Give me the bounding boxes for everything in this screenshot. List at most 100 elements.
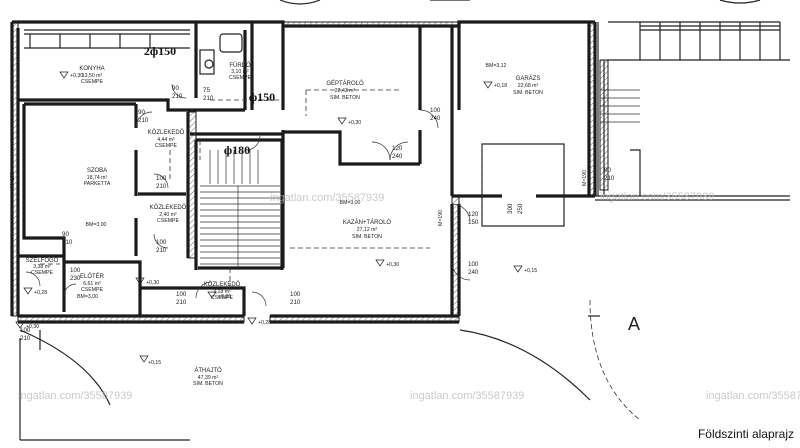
svg-text:47,39 m²: 47,39 m² — [198, 375, 219, 381]
svg-text:M=190: M=190 — [10, 172, 16, 188]
stairs — [200, 89, 640, 268]
svg-text:27,12 m²: 27,12 m² — [357, 227, 378, 233]
svg-text:210: 210 — [290, 299, 301, 306]
svg-text:120: 120 — [468, 211, 479, 218]
svg-text:ingatlan.com/35587939: ingatlan.com/35587939 — [600, 191, 714, 203]
room-garazs: BM=3,12 GARÁZS 22,68 m² SIM. BETON — [486, 63, 544, 96]
level-markers — [15, 71, 523, 363]
svg-text:KAZÁN+TÁROLÓ: KAZÁN+TÁROLÓ — [343, 219, 392, 226]
room-kozlekedo-2: KÖZLEKEDŐ 2,40 m² CSEMPE — [150, 204, 187, 224]
thin-lines — [19, 0, 790, 441]
caption: Földszinti alaprajz — [698, 427, 794, 441]
room-szelfogo: SZÉLFOGÓ 3,38 m² CSEMPE — [26, 257, 59, 276]
svg-text:120: 120 — [392, 145, 403, 152]
svg-text:22,43 m²: 22,43 m² — [335, 88, 356, 94]
svg-text:ф150: ф150 — [249, 90, 275, 104]
svg-text:22,68 m²: 22,68 m² — [518, 83, 539, 89]
svg-text:13,50 m²: 13,50 m² — [82, 73, 103, 79]
svg-text:GÉPTÁROLÓ: GÉPTÁROLÓ — [326, 80, 364, 87]
svg-text:3,18 m²: 3,18 m² — [213, 289, 231, 295]
svg-text:+0,30: +0,30 — [348, 120, 361, 126]
svg-text:90: 90 — [138, 109, 145, 116]
svg-text:+0,30: +0,30 — [70, 73, 83, 79]
svg-text:100: 100 — [290, 291, 301, 298]
svg-text:240: 240 — [392, 153, 403, 160]
svg-text:210: 210 — [156, 183, 167, 190]
svg-text:+0,18: +0,18 — [494, 83, 507, 89]
svg-text:ÁTHAJTÓ: ÁTHAJTÓ — [194, 367, 222, 374]
svg-text:240: 240 — [468, 269, 479, 276]
svg-text:100: 100 — [430, 107, 441, 114]
svg-text:ф180: ф180 — [224, 143, 250, 157]
svg-text:BM=3,12: BM=3,12 — [486, 63, 507, 69]
svg-text:CSEMPE: CSEMPE — [31, 270, 53, 276]
svg-text:BM=3,00: BM=3,00 — [340, 200, 361, 206]
door-arcs — [25, 83, 471, 307]
svg-text:+0,30: +0,30 — [146, 280, 159, 286]
dimension-labels: 2ф150 ф150 ф180 90 210 75 210 90 210 100… — [10, 44, 615, 342]
svg-text:+0,15: +0,15 — [524, 268, 537, 274]
dashed-lines — [40, 89, 430, 290]
svg-text:KÖZLEKEDŐ: KÖZLEKEDŐ — [148, 129, 185, 136]
svg-text:ingatlan.com/35587939: ingatlan.com/35587939 — [706, 390, 800, 402]
svg-text:ingatlan.com/35587939: ingatlan.com/35587939 — [18, 390, 132, 402]
svg-text:SZOBA: SZOBA — [87, 168, 107, 174]
svg-text:300: 300 — [507, 203, 514, 214]
room-kazantarolo: BM=3,00 KAZÁN+TÁROLÓ 27,12 m² SIM. BETON — [340, 200, 392, 240]
svg-text:100: 100 — [156, 175, 167, 182]
svg-text:6,61 m²: 6,61 m² — [83, 281, 101, 287]
svg-text:+0,28: +0,28 — [258, 320, 271, 326]
svg-text:2ф150: 2ф150 — [144, 44, 176, 58]
room-furdo: FÜRDŐ 3,10 m² CSEMPE — [229, 62, 251, 81]
svg-text:100: 100 — [20, 327, 31, 334]
svg-text:+0,28: +0,28 — [34, 290, 47, 296]
svg-text:3,38 m²: 3,38 m² — [33, 264, 51, 270]
svg-text:90: 90 — [62, 231, 69, 238]
svg-text:150: 150 — [468, 219, 479, 226]
svg-text:CSEMPE: CSEMPE — [81, 79, 103, 85]
svg-text:100: 100 — [176, 291, 187, 298]
svg-text:3,10 m²: 3,10 m² — [231, 69, 249, 75]
svg-text:M=190: M=190 — [438, 210, 444, 226]
svg-text:240: 240 — [430, 115, 441, 122]
svg-text:CSEMPE: CSEMPE — [211, 295, 233, 301]
svg-text:18,74 m²: 18,74 m² — [87, 175, 108, 181]
svg-text:+0,30: +0,30 — [386, 262, 399, 268]
svg-text:210: 210 — [156, 247, 167, 254]
level-labels: +0,30 +0,18 +0,30 +0,30 +0,30 +0,15 +0,2… — [26, 73, 537, 366]
room-geptarolo: GÉPTÁROLÓ 22,43 m² SIM. BETON — [326, 80, 364, 101]
svg-text:+0,15: +0,15 — [148, 360, 161, 366]
room-szoba: SZOBA 18,74 m² PARKETTA BM=3,00 — [84, 168, 111, 228]
svg-text:100: 100 — [70, 267, 81, 274]
svg-text:210: 210 — [20, 335, 31, 342]
room-konyha: KONYHA 13,50 m² CSEMPE — [79, 66, 104, 85]
svg-text:100: 100 — [156, 239, 167, 246]
svg-text:100: 100 — [468, 261, 479, 268]
svg-text:CSEMPE: CSEMPE — [157, 218, 179, 224]
svg-text:2,40 m²: 2,40 m² — [159, 212, 177, 218]
svg-text:PARKETTA: PARKETTA — [84, 181, 111, 187]
svg-text:SIM. BETON: SIM. BETON — [193, 381, 223, 387]
svg-text:ELŐTÉR: ELŐTÉR — [80, 273, 105, 280]
svg-text:210: 210 — [176, 299, 187, 306]
room-eloter: ELŐTÉR 6,61 m² CSEMPE BM=3,00 — [77, 273, 105, 300]
svg-text:BM=3,00: BM=3,00 — [77, 294, 98, 300]
watermarks: ingatlan.com/35587939 ingatlan.com/35587… — [18, 191, 800, 402]
svg-text:210: 210 — [203, 95, 214, 102]
svg-text:BM=3,00: BM=3,00 — [86, 222, 107, 228]
svg-text:CSEMPE: CSEMPE — [229, 75, 251, 81]
svg-text:+0,36: +0,36 — [218, 294, 231, 300]
svg-text:90: 90 — [604, 167, 611, 174]
svg-text:75: 75 — [203, 87, 210, 94]
svg-text:CSEMPE: CSEMPE — [155, 143, 177, 149]
svg-text:+0,30: +0,30 — [26, 324, 39, 330]
svg-text:CSEMPE: CSEMPE — [81, 287, 103, 293]
svg-text:ingatlan.com/35587939: ingatlan.com/35587939 — [270, 192, 384, 204]
svg-text:90: 90 — [172, 85, 179, 92]
room-kozlekedo-3: KÖZLEKEDŐ 3,18 m² CSEMPE — [204, 281, 241, 301]
svg-text:SIM. BETON: SIM. BETON — [513, 90, 543, 96]
svg-text:A: A — [628, 314, 640, 334]
svg-text:210: 210 — [604, 175, 615, 182]
section-marker-a: A — [588, 314, 640, 334]
